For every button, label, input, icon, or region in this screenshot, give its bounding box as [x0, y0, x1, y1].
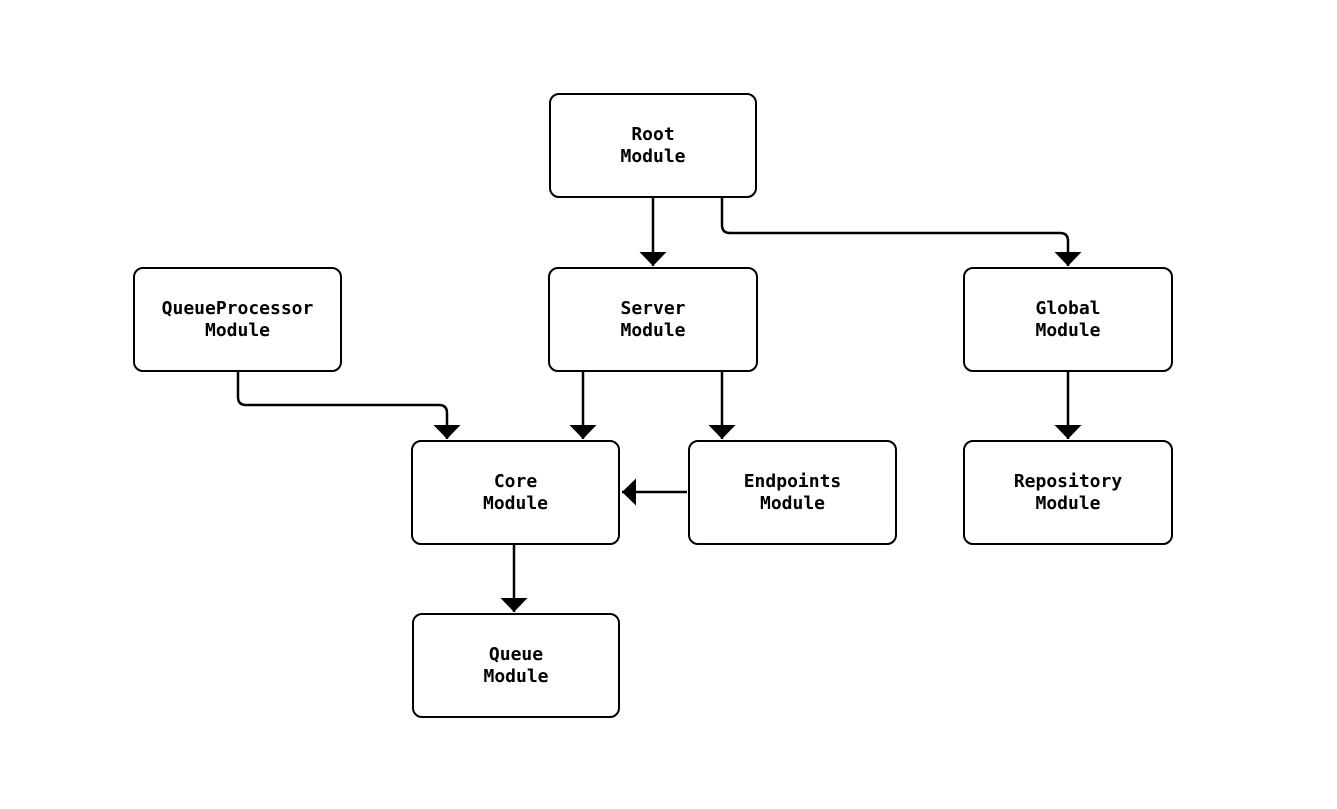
- node-label-line2: Module: [1035, 319, 1101, 341]
- node-repository-module: Repository Module: [963, 440, 1173, 545]
- node-label-line2: Module: [620, 319, 686, 341]
- edge-queueprocessor-to-core: [236, 372, 461, 439]
- node-endpoints-module: Endpoints Module: [688, 440, 897, 545]
- node-label-line1: Global: [1035, 297, 1101, 319]
- node-label-line2: Module: [482, 492, 549, 514]
- node-core-module: Core Module: [411, 440, 620, 545]
- node-root-module: Root Module: [549, 93, 757, 198]
- node-label-line2: Module: [759, 492, 826, 514]
- node-queueprocessor-module: QueueProcessor Module: [133, 267, 342, 372]
- node-label-line2: Module: [483, 665, 549, 687]
- node-label-line1: QueueProcessor: [161, 297, 314, 319]
- node-label-line1: Server: [620, 297, 686, 319]
- node-server-module: Server Module: [548, 267, 758, 372]
- edge-root-to-global: [720, 198, 1082, 266]
- node-label-line1: Core: [493, 470, 538, 492]
- node-label-line1: Queue: [488, 643, 544, 665]
- node-label-line2: Module: [204, 319, 271, 341]
- node-queue-module: Queue Module: [412, 613, 620, 718]
- node-label-line1: Endpoints: [743, 470, 842, 492]
- node-global-module: Global Module: [963, 267, 1173, 372]
- node-label-line1: Repository: [1013, 470, 1123, 492]
- node-label-line2: Module: [1035, 492, 1101, 514]
- node-label-line2: Module: [620, 145, 686, 167]
- node-label-line1: Root: [631, 123, 675, 145]
